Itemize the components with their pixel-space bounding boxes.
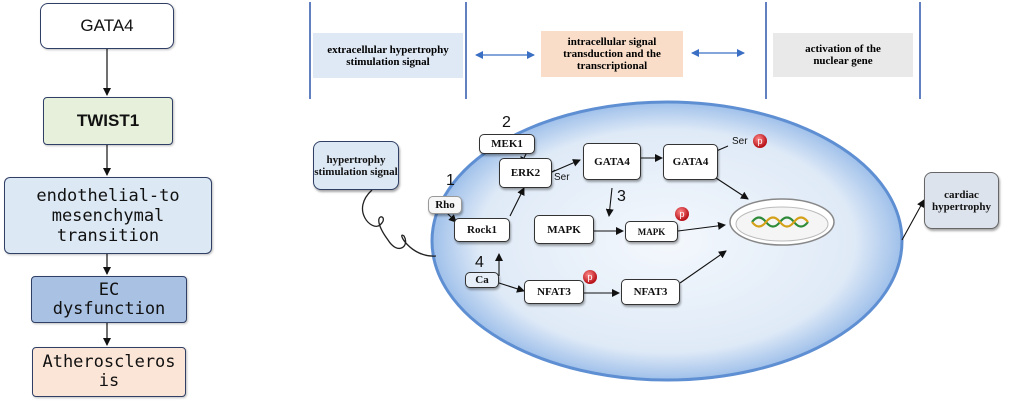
header-extracellular: extracellular hypertrophy stimulation si… — [313, 33, 463, 78]
step-number-4: 4 — [475, 254, 484, 271]
header-nuclear-label: activation of the nuclear gene — [805, 43, 881, 67]
erk2-label: ERK2 — [510, 167, 541, 179]
phospho-label: p — [587, 272, 592, 282]
gata4-phospho-node: GATA4 — [663, 144, 718, 180]
stimulus-connector — [361, 189, 437, 257]
nfat3-active-label: NFAT3 — [633, 286, 668, 298]
cardiac-hypertrophy-node: cardiac hypertrophy — [924, 172, 999, 229]
mapk-phospho-node: MAPK — [625, 221, 678, 242]
phospho-label: p — [679, 209, 684, 219]
header-dividers — [309, 2, 921, 99]
stimulus-node: hypertrophy stimulation signal — [313, 141, 399, 190]
ec-dysfunction-label: EC dysfunction — [52, 279, 166, 319]
header-intracellular-label: intracellular signal transduction and th… — [563, 36, 661, 72]
step-number-2: 2 — [502, 114, 511, 131]
header-nuclear: activation of the nuclear gene — [773, 33, 913, 77]
phosphate-dot-icon — [583, 134, 767, 284]
nfat3-label: NFAT3 — [537, 286, 571, 298]
rho-label: Rho — [435, 199, 455, 211]
dna-helix-icon — [751, 216, 809, 228]
cardiac-hypertrophy-label: cardiac hypertrophy — [931, 188, 992, 213]
ser-label-gata4: Ser — [732, 136, 748, 147]
ca-node: Ca — [465, 272, 499, 288]
mapk-node: MAPK — [534, 215, 594, 244]
mapk-phospho-label: MAPK — [637, 226, 666, 237]
rock1-label: Rock1 — [467, 224, 497, 236]
nfat3-active-node: NFAT3 — [621, 279, 680, 305]
twist1-label: TWIST1 — [76, 111, 140, 130]
gata4-node: GATA4 — [40, 3, 174, 49]
ec-dysfunction-node: EC dysfunction — [31, 276, 187, 323]
header-extracellular-label: extracellular hypertrophy stimulation si… — [327, 43, 449, 68]
endmt-label: endothelial-to mesenchymal transition — [36, 185, 180, 246]
stimulus-label: hypertrophy stimulation signal — [314, 153, 398, 178]
twist1-node: TWIST1 — [43, 97, 173, 145]
atherosclerosis-node: Atheroscleros is — [32, 347, 186, 397]
step-number-1: 1 — [446, 172, 455, 189]
mek1-label: MEK1 — [491, 138, 523, 150]
header-intracellular: intracellular signal transduction and th… — [541, 31, 683, 77]
atherosclerosis-label: Atheroscleros is — [42, 352, 176, 391]
ca-label: Ca — [475, 274, 489, 286]
mek1-node: MEK1 — [479, 134, 535, 154]
nfat3-node: NFAT3 — [524, 280, 584, 304]
rock1-node: Rock1 — [454, 218, 510, 242]
header-double-arrows — [475, 49, 745, 59]
nucleus — [729, 198, 835, 246]
erk2-node: ERK2 — [499, 158, 552, 188]
endmt-node: endothelial-to mesenchymal transition — [4, 177, 212, 254]
mapk-label: MAPK — [547, 223, 581, 236]
rho-node: Rho — [428, 196, 462, 214]
gata4-phospho-label: GATA4 — [672, 156, 709, 168]
phospho-label: p — [757, 136, 762, 146]
step-number-3: 3 — [617, 188, 626, 205]
gata4-pathway-label: GATA4 — [594, 155, 630, 168]
ser-label-erk2: Ser — [554, 172, 570, 183]
gata4-label: GATA4 — [80, 16, 134, 35]
gata4-pathway-node: GATA4 — [583, 143, 641, 180]
